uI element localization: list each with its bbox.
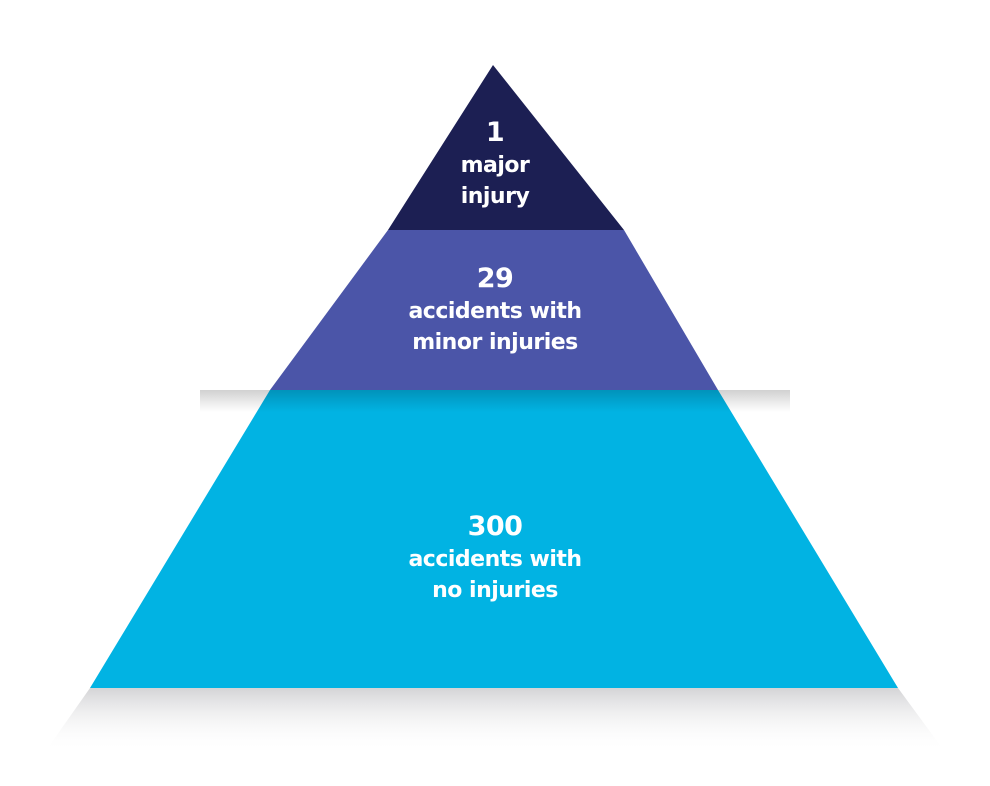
tier-middle-line2: minor injuries (412, 330, 578, 355)
tier-middle-line1: accidents with (408, 299, 582, 324)
pyramid-tier-bottom (90, 390, 898, 688)
tier-bottom-line2: no injuries (432, 578, 558, 603)
pyramid-tier-top (388, 65, 624, 230)
tier-bottom-number: 300 (467, 511, 523, 542)
tier-bottom-shade (200, 390, 790, 412)
tier-middle-number: 29 (476, 263, 514, 294)
tier-top-line1: major (460, 153, 530, 178)
tier-label-bottom: 300 accidents with no injuries (0, 510, 990, 606)
tier-bottom-line1: accidents with (408, 547, 582, 572)
tier-top-number: 1 (485, 117, 505, 148)
pyramid-shadow (45, 688, 945, 752)
tier-label-middle: 29 accidents with minor injuries (0, 262, 990, 358)
pyramid-tier-middle (270, 230, 718, 390)
tier-label-top: 1 major injury (0, 116, 990, 212)
tier-top-line2: injury (460, 184, 530, 209)
